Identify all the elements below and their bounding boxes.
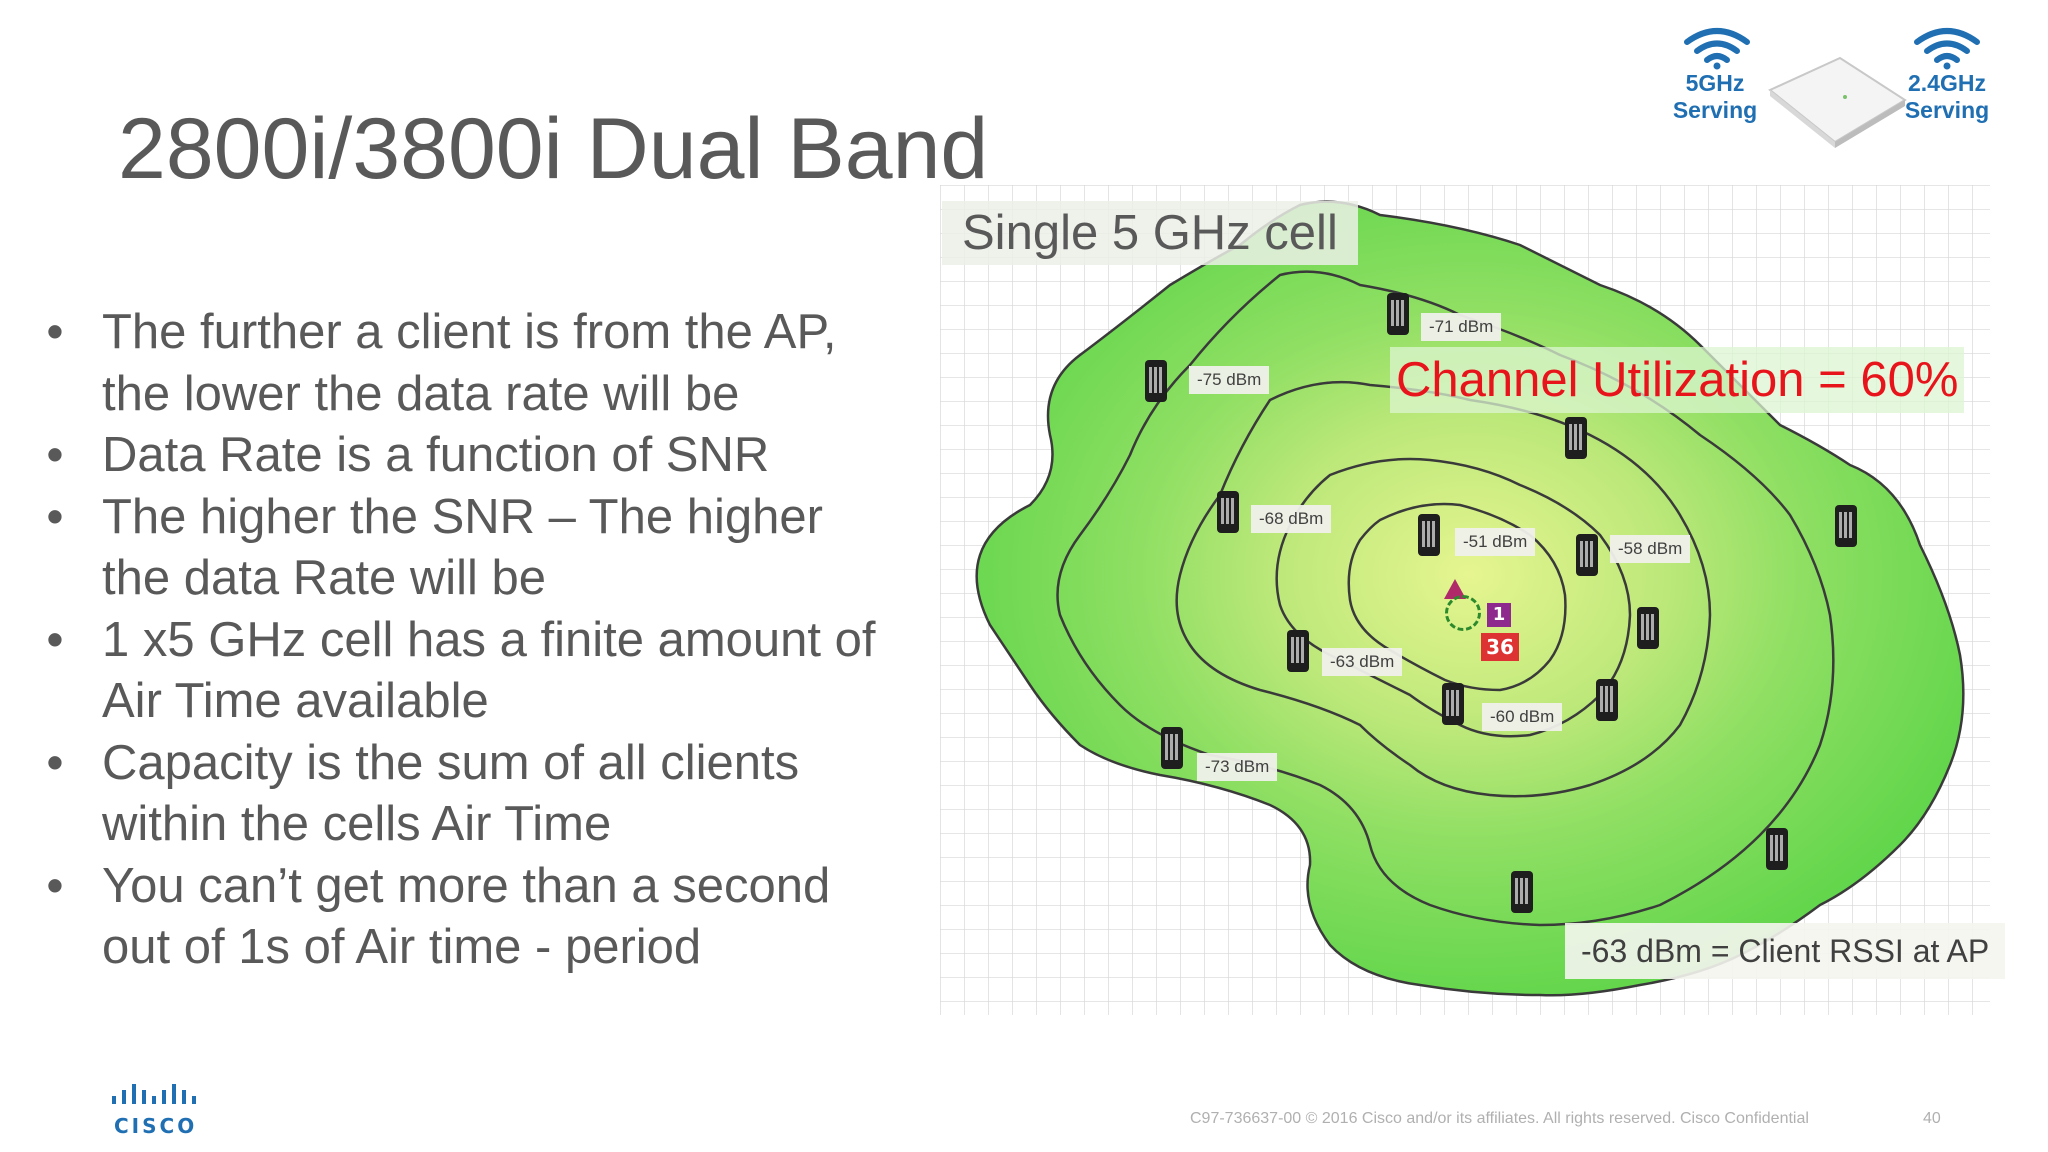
client-phone-icon (1596, 679, 1618, 721)
ap-location-marker (1445, 595, 1481, 631)
client-rssi-label: -73 dBm (1197, 753, 1278, 781)
footer-copyright: C97-736637-00 © 2016 Cisco and/or its af… (1190, 1110, 1809, 1127)
access-point-icon (1768, 56, 1907, 148)
band-24ghz-label: 2.4GHz Serving (1904, 70, 1990, 123)
bullet-dot: • (46, 428, 64, 482)
cisco-bars-icon (112, 1084, 196, 1104)
bullet-text: Data Rate is a function of SNR (102, 428, 770, 482)
bullet-item: • Data Rate is a function of SNR (40, 425, 900, 487)
rssi-legend-note: -63 dBm = Client RSSI at AP (1565, 923, 2006, 979)
bullet-dot: • (46, 735, 64, 790)
client-phone-icon (1442, 683, 1464, 725)
client-rssi-label: -68 dBm (1251, 505, 1332, 533)
bullet-dot: • (46, 305, 64, 359)
coverage-heatmap: Single 5 GHz cell Channel Utilization = … (940, 185, 2006, 1015)
bullet-dot: • (46, 612, 64, 667)
bullet-item: • The further a client is from the AP, th… (40, 302, 900, 425)
ap-band-legend: 5GHz Serving 2.4GHz Serving (1660, 20, 2000, 148)
client-phone-icon (1511, 871, 1533, 913)
slide-title: 2800i/3800i Dual Band (118, 101, 989, 197)
client-phone-icon (1287, 630, 1309, 672)
client-rssi-label: -71 dBm (1421, 313, 1502, 341)
client-rssi-label: -60 dBm (1482, 703, 1563, 731)
ap-direction-icon (1444, 579, 1466, 599)
wifi-icon (1914, 28, 1980, 70)
wifi-icon (1684, 28, 1750, 70)
bullet-text: 1 x5 GHz cell has a finite amount of Air… (102, 612, 876, 729)
bullet-item: • Capacity is the sum of all clients with… (40, 733, 900, 856)
band-5ghz-label: 5GHz Serving (1672, 70, 1758, 123)
bullet-text: The further a client is from the AP, the… (102, 305, 837, 421)
bullet-list: • The further a client is from the AP, th… (40, 302, 900, 979)
client-phone-icon (1637, 607, 1659, 649)
client-rssi-label: -63 dBm (1322, 648, 1403, 676)
client-rssi-label: -75 dBm (1189, 366, 1270, 394)
client-phone-icon (1835, 505, 1857, 547)
bullet-dot: • (46, 858, 64, 913)
client-phone-icon (1418, 514, 1440, 556)
client-phone-icon (1145, 360, 1167, 402)
client-rssi-label: -51 dBm (1455, 528, 1536, 556)
cell-title: Single 5 GHz cell (942, 201, 1358, 265)
client-phone-icon (1217, 491, 1239, 533)
channel-utilization-label: Channel Utilization = 60% (1390, 347, 1965, 413)
cisco-wordmark: CISCO (114, 1114, 198, 1138)
page-number: 40 (1923, 1110, 1941, 1127)
bullet-item: • You can’t get more than a second out of… (40, 856, 900, 979)
client-phone-icon (1161, 727, 1183, 769)
bullet-dot: • (46, 489, 64, 544)
ap-badge-count: 1 (1487, 603, 1511, 627)
client-rssi-label: -58 dBm (1610, 535, 1691, 563)
bullet-text: You can’t get more than a second out of … (102, 858, 831, 975)
bullet-item: • 1 x5 GHz cell has a finite amount of Ai… (40, 610, 900, 733)
cisco-logo: CISCO (110, 1082, 198, 1137)
client-phone-icon (1565, 417, 1587, 459)
client-phone-icon (1387, 293, 1409, 335)
client-phone-icon (1766, 828, 1788, 870)
bullet-item: • The higher the SNR – The higher the dat… (40, 487, 900, 610)
bullet-text: Capacity is the sum of all clients withi… (102, 735, 800, 852)
bullet-text: The higher the SNR – The higher the data… (102, 489, 823, 606)
client-phone-icon (1576, 534, 1598, 576)
ap-badge-channel: 36 (1481, 633, 1519, 661)
